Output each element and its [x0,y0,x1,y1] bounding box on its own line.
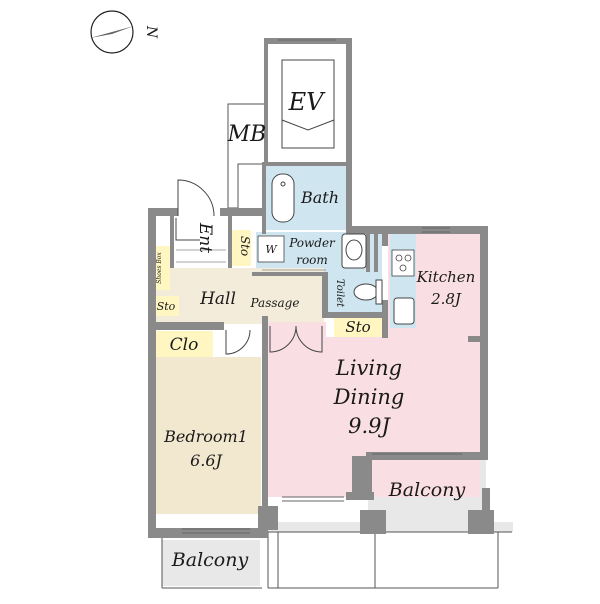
hall-label: Hall [199,289,236,309]
balcony-right-label: Balcony [388,479,466,501]
sto-entrance-label: Sto [238,236,252,256]
living-dining [268,337,480,497]
windows [182,39,462,534]
living-label-line1: Living [335,356,402,380]
bedroom-size-label: 6.6J [190,451,223,470]
sto-living-label: Sto [345,318,370,336]
living-size-label: 9.9J [348,414,391,438]
bedroom1 [155,357,261,514]
sto-entrance [231,230,251,266]
toilet-icon [353,279,383,305]
w-label: W [265,243,278,256]
mb-label: MB [227,122,267,147]
compass-north-label: N [143,25,159,39]
sto-living [334,317,382,337]
clo-area [155,331,213,357]
ev-label: EV [288,88,327,116]
powder-label-line2: room [296,253,328,267]
living-upper [268,322,326,338]
balcony-bottom-label: Balcony [171,549,249,571]
kitchen-name-label: Kitchen [416,268,476,286]
bedroom-name-label: Bedroom1 [163,427,248,446]
stove-icon [391,249,415,277]
bottom-railing-strip [268,522,513,532]
passage-label: Passage [250,296,300,310]
mb-area [227,103,267,209]
kitchen-size-label: 2.8J [430,290,462,308]
hall-area [152,268,324,324]
living-door-icon [269,325,323,353]
compass: N [90,10,159,54]
sink-icon [341,233,367,269]
clo-label: Clo [170,335,199,355]
entrance-door-icon [175,179,215,241]
bathtub-icon [271,173,295,223]
entrance-step-lines [176,249,326,271]
washer-icon [257,235,285,263]
shoes-box-label: Shoes Box [156,252,163,284]
compass-needle-light [90,26,134,38]
powder-label-line1: Powder [288,236,336,250]
sto-hall-label: Sto [157,300,176,313]
kitchen-sink-icon [393,297,415,325]
shoes-box [152,246,170,290]
bath-label: Bath [300,188,339,207]
ent-label: Ent [195,222,215,253]
sto-hall [153,296,179,316]
toilet-label: Toilet [334,279,345,308]
living-label-line2: Dining [333,385,405,409]
bedroom-door-icon [225,329,251,355]
balcony-bottom-area [162,540,260,586]
